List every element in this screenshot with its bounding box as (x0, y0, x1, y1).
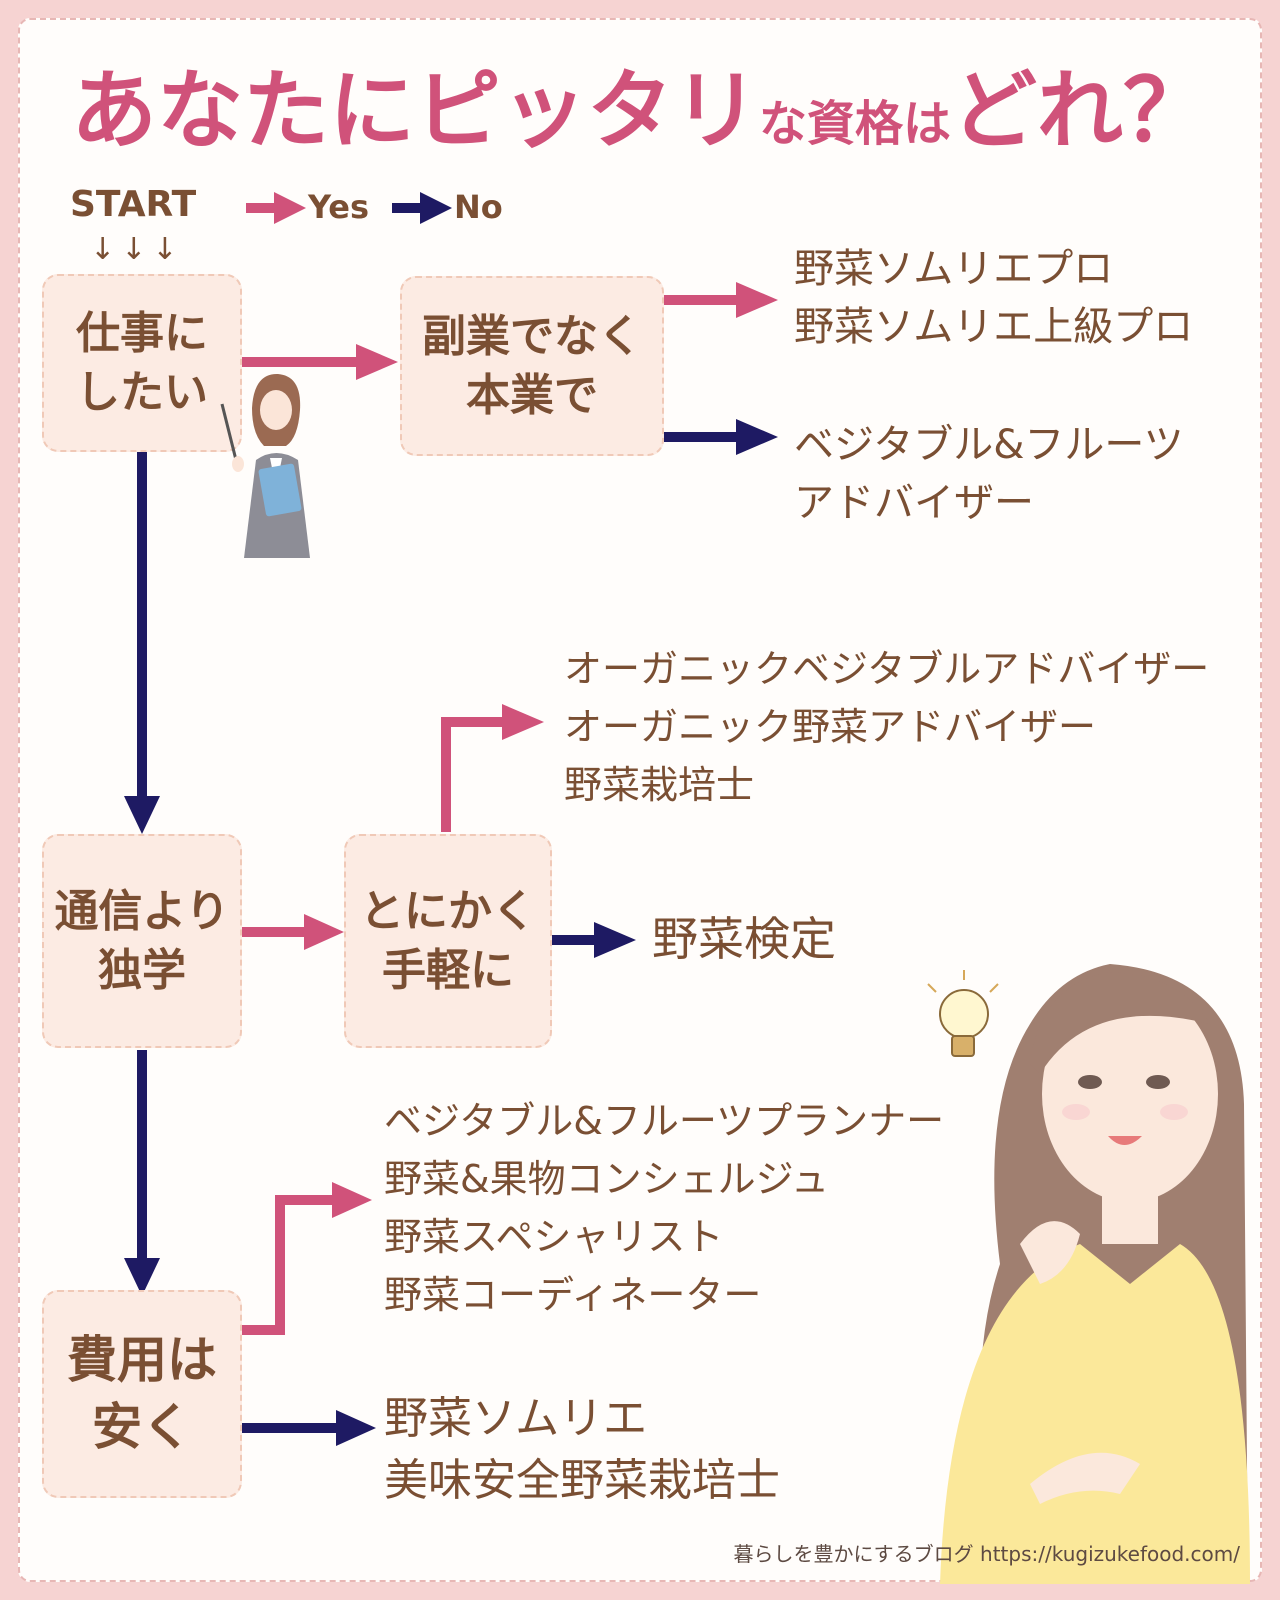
result-item: 野菜栽培士 (564, 763, 755, 807)
lightbulb-icon (927, 970, 999, 1057)
result-item: 野菜ソムリエプロ (794, 246, 1114, 292)
arrow-study-no-head (124, 1258, 160, 1296)
result-item: オーガニック野菜アドバイザー (564, 705, 1097, 749)
businesswoman-illustration (220, 373, 310, 558)
arrow-easy-yes-head (502, 704, 544, 740)
arrow-cheap-yes-head (332, 1182, 372, 1218)
question-box-easy: とにかく 手軽に (344, 834, 552, 1048)
question-box-cheap: 費用は 安く (42, 1290, 242, 1498)
result-item: ベジタブル&フルーツプランナー (384, 1099, 945, 1143)
result-item: 野菜スペシャリスト (384, 1215, 724, 1259)
start-label: START (70, 184, 197, 225)
question-box-work: 仕事に したい (42, 274, 242, 452)
result-easy-no: 野菜検定 (652, 910, 836, 968)
title-part-3: どれ？ (951, 61, 1209, 161)
question-box-main-job: 副業でなく 本業で (400, 276, 664, 456)
arrow-mainjob-yes-head (736, 282, 778, 318)
result-item: 美味安全野菜栽培士 (384, 1455, 780, 1506)
arrow-study-yes-head (304, 914, 344, 950)
question-easy-text: とにかく 手軽に (360, 885, 536, 996)
arrow-work-yes-head (356, 344, 398, 380)
question-work-text: 仕事に したい (76, 307, 208, 418)
credit-text: 暮らしを豊かにするブログ https://kugizukefood.com/ (733, 1542, 1240, 1566)
result-item: アドバイザー (794, 480, 1034, 526)
result-main-job-yes: 野菜ソムリエプロ 野菜ソムリエ上級プロ (794, 240, 1193, 356)
question-self-study-text: 通信より 独学 (54, 885, 230, 996)
legend-yes-label: Yes (308, 188, 369, 226)
result-cheap-yes: ベジタブル&フルーツプランナー 野菜&果物コンシェルジュ 野菜スペシャリスト 野… (384, 1092, 944, 1324)
arrow-cheap-no-head (336, 1410, 376, 1446)
result-item: 野菜コーディネーター (384, 1273, 762, 1317)
result-item: 野菜ソムリエ (384, 1393, 648, 1444)
arrow-easy-yes-shaft (441, 717, 506, 832)
result-item: 野菜検定 (652, 912, 836, 966)
question-main-job-text: 副業でなく 本業で (422, 310, 642, 421)
start-down-arrows: ↓↓↓ (90, 232, 184, 267)
legend-no-label: No (454, 188, 503, 226)
result-easy-yes: オーガニックベジタブルアドバイザー オーガニック野菜アドバイザー 野菜栽培士 (564, 640, 1209, 814)
result-item: オーガニックベジタブルアドバイザー (564, 647, 1210, 691)
legend-no-arrowhead (420, 192, 452, 224)
title-part-2: な資格は (758, 96, 951, 152)
woman-lightbulb-illustration (927, 964, 1250, 1584)
arrow-work-no-head (124, 796, 160, 834)
result-item: 野菜ソムリエ上級プロ (794, 304, 1194, 350)
result-item: ベジタブル&フルーツ (794, 422, 1184, 468)
question-cheap-text: 費用は 安く (67, 1330, 217, 1457)
arrow-mainjob-no-head (736, 419, 778, 455)
result-item: 野菜&果物コンシェルジュ (384, 1157, 829, 1201)
page-title: あなたにピッタリな資格はどれ？ (0, 40, 1280, 165)
arrow-easy-no-head (594, 922, 636, 958)
arrow-cheap-yes-shaft (242, 1195, 336, 1335)
title-part-1: あなたにピッタリ (70, 61, 759, 161)
result-main-job-no: ベジタブル&フルーツ アドバイザー (794, 416, 1184, 532)
result-cheap-no: 野菜ソムリエ 美味安全野菜栽培士 (384, 1388, 780, 1512)
question-box-self-study: 通信より 独学 (42, 834, 242, 1048)
legend-yes-arrowhead (274, 192, 306, 224)
